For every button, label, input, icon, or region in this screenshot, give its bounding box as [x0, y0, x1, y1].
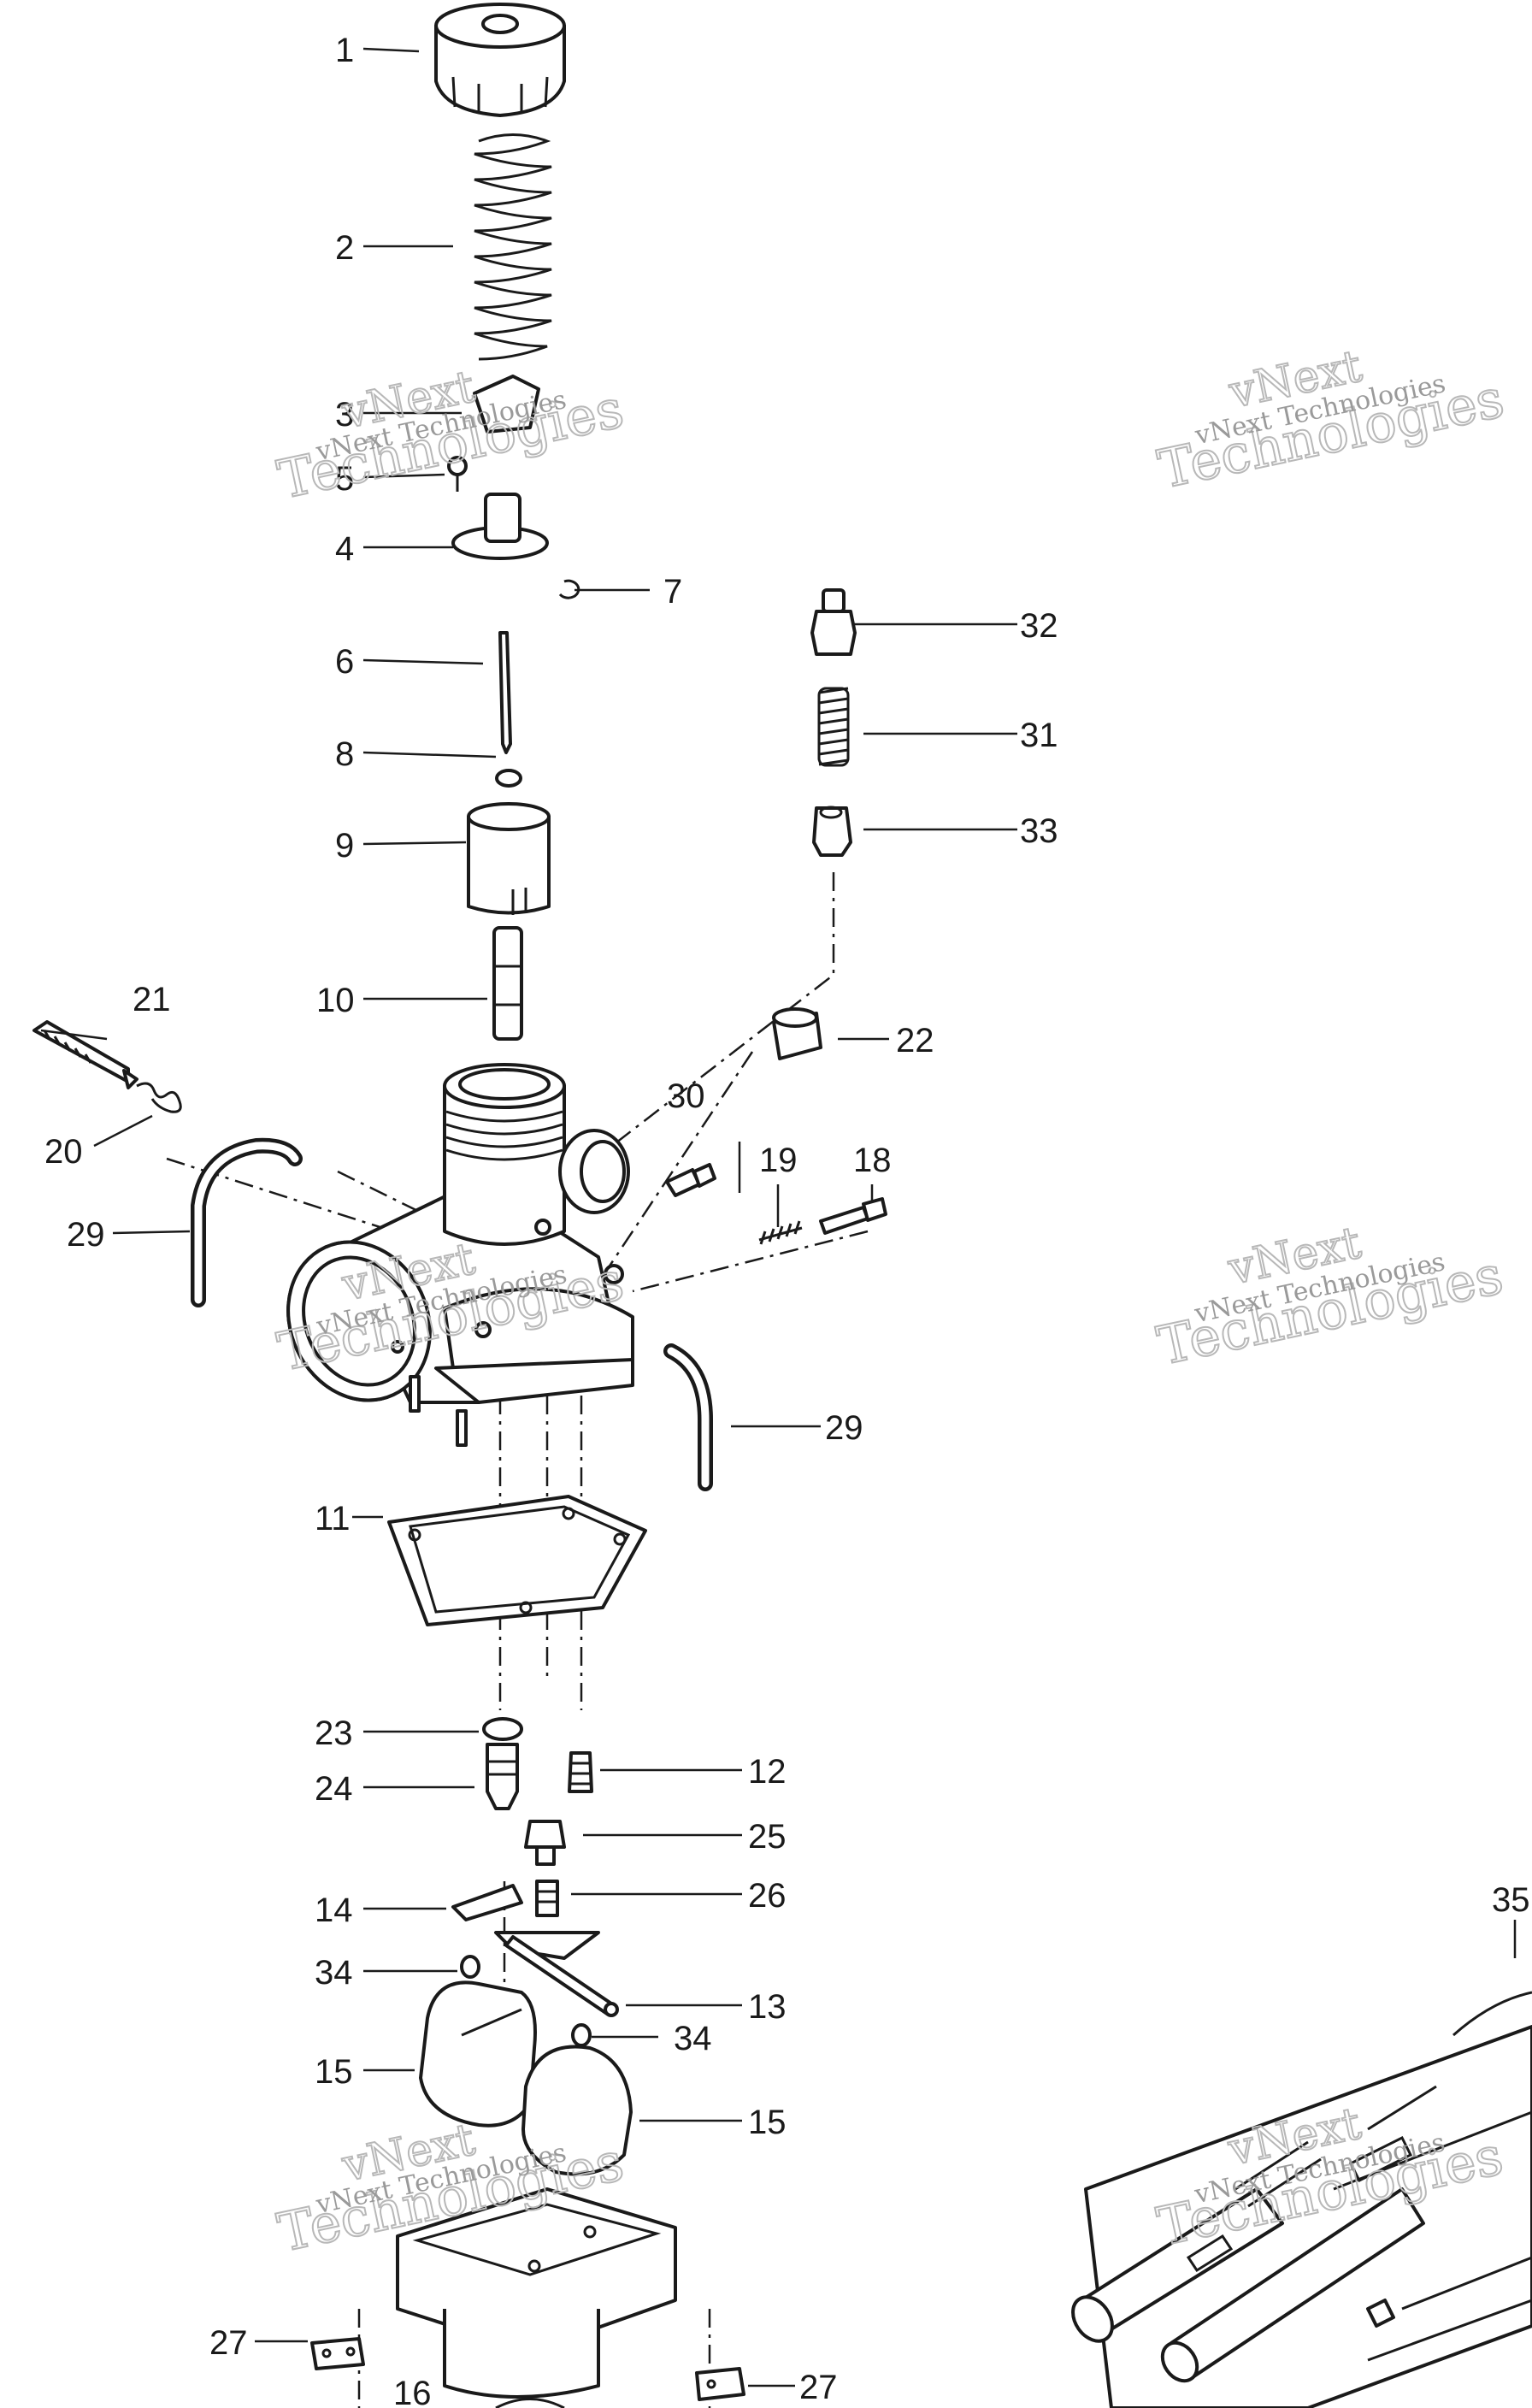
- part-throttle-valve: [467, 802, 551, 915]
- label-part-24: 24: [315, 1770, 353, 1808]
- label-part-18: 18: [853, 1142, 892, 1179]
- part-needle-plate: [451, 493, 549, 560]
- leader-lines: [40, 47, 1517, 2387]
- part-gasket: [387, 1495, 647, 1626]
- part-air-screw-spring: [136, 1082, 182, 1113]
- part-clip-left: [310, 2337, 365, 2370]
- label-part-19: 19: [759, 1142, 798, 1179]
- label-part-1: 1: [335, 32, 354, 69]
- label-part-13: 13: [748, 1988, 787, 2026]
- label-part-15a: 15: [315, 2053, 353, 2091]
- part-float-pin-right: [571, 2023, 592, 2047]
- part-needle-valve-seat: [486, 1743, 519, 1810]
- part-clip-right: [695, 2367, 745, 2401]
- label-part-22: 22: [896, 1022, 934, 1059]
- part-cable-spring: [817, 687, 850, 767]
- label-part-29a: 29: [67, 1216, 105, 1254]
- label-part-6: 6: [335, 643, 354, 681]
- part-carburetor-body: [286, 1063, 634, 1447]
- part-needle-jet: [492, 926, 523, 1041]
- label-part-4: 4: [335, 530, 354, 568]
- label-part-5: 5: [335, 460, 354, 498]
- part-pilot-screw-30: [665, 1163, 716, 1197]
- part-tool-kit: [1071, 1991, 1532, 2408]
- label-part-34a: 34: [315, 1954, 353, 1992]
- part-idle-screw-18: [819, 1197, 887, 1235]
- part-float-left: [419, 1980, 537, 2128]
- label-part-26: 26: [748, 1877, 787, 1915]
- watermark-top-left: vNext Technologies vNext Technologies: [272, 360, 630, 511]
- watermark-mid-right: vNext Technologies vNext Technologies: [1152, 1216, 1510, 1378]
- part-cable-adjuster: [810, 588, 857, 656]
- label-part-34b: 34: [674, 2020, 712, 2057]
- part-hose-left: [191, 1137, 303, 1307]
- label-part-7: 7: [663, 573, 682, 611]
- label-part-23: 23: [315, 1715, 353, 1752]
- label-part-31: 31: [1020, 717, 1058, 754]
- part-cap-22: [772, 1007, 822, 1060]
- label-part-20: 20: [44, 1133, 83, 1171]
- label-part-30: 30: [667, 1077, 705, 1115]
- label-part-27b: 27: [799, 2369, 838, 2406]
- label-part-10: 10: [316, 982, 355, 1019]
- part-float-pin: [504, 1935, 619, 2017]
- part-jet-holder: [535, 1880, 559, 1917]
- part-cap: [434, 3, 566, 117]
- part-main-jet: [524, 1820, 566, 1866]
- part-air-screw: [32, 1020, 138, 1089]
- label-part-9: 9: [335, 827, 354, 865]
- label-part-16: 16: [393, 2375, 432, 2408]
- label-part-35: 35: [1492, 1881, 1530, 1919]
- part-float-pin-left: [460, 1955, 480, 1979]
- part-o-ring: [482, 1717, 523, 1741]
- part-float-right: [521, 2045, 633, 2176]
- part-spring: [474, 133, 552, 361]
- label-part-21: 21: [133, 981, 171, 1018]
- label-part-33: 33: [1020, 812, 1058, 850]
- part-spring-19: [758, 1220, 803, 1245]
- part-float-arm: [451, 1884, 600, 1960]
- part-jet-needle: [498, 631, 512, 754]
- label-part-25: 25: [748, 1818, 787, 1856]
- label-part-12: 12: [748, 1753, 787, 1791]
- part-washer: [495, 769, 522, 788]
- part-screw: [447, 456, 468, 492]
- part-number-labels: 1 2 3 5 4 7 6 8 9 10 21 20 29 30 19 18 2…: [44, 32, 1530, 2408]
- label-part-3: 3: [335, 396, 354, 434]
- part-pilot-jet: [568, 1751, 593, 1793]
- label-part-11: 11: [315, 1500, 351, 1537]
- part-16-bottom: [495, 2398, 565, 2408]
- watermark-top-right: vNext Technologies vNext Technologies: [1152, 339, 1511, 501]
- part-hose-right: [663, 1343, 713, 1491]
- part-e-clip: [558, 579, 580, 599]
- label-part-2: 2: [335, 229, 354, 267]
- label-part-29b: 29: [825, 1409, 863, 1447]
- label-part-32: 32: [1020, 607, 1058, 645]
- part-cable-nut: [812, 806, 852, 857]
- label-part-8: 8: [335, 735, 354, 773]
- part-needle-retainer: [473, 375, 540, 434]
- part-float-bowl: [396, 2187, 677, 2399]
- label-part-14: 14: [315, 1892, 353, 1929]
- label-part-27a: 27: [209, 2324, 248, 2362]
- label-part-15b: 15: [748, 2104, 787, 2141]
